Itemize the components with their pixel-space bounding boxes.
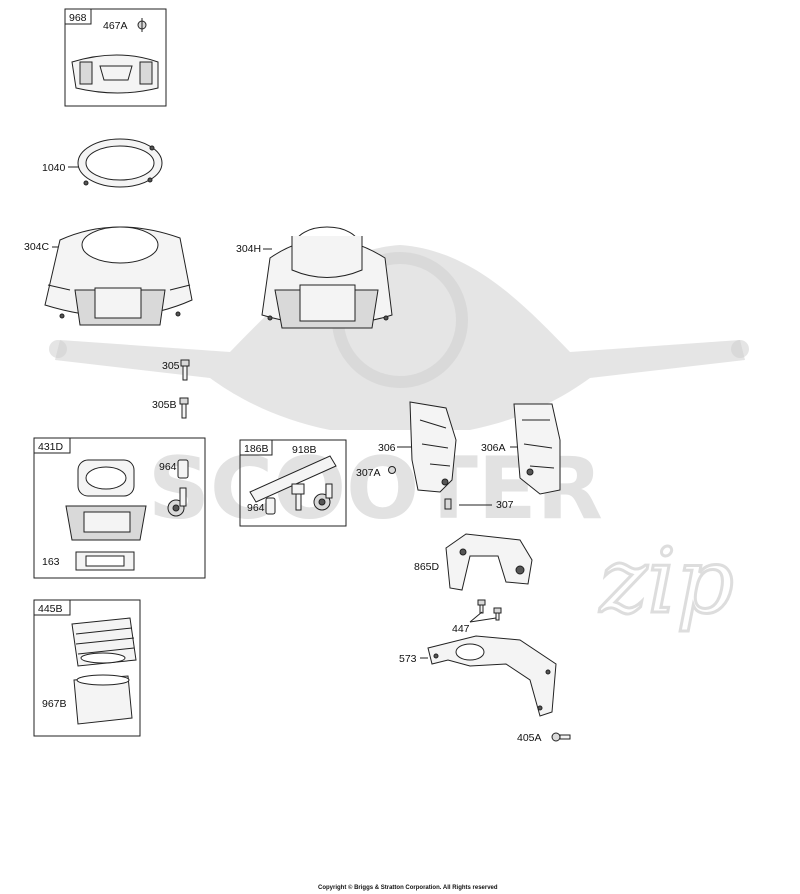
tube-918B xyxy=(249,455,337,503)
ring-1040 xyxy=(77,138,163,188)
kit-box-445B: 445B 967B xyxy=(33,599,141,737)
watermark-script: zip xyxy=(599,529,734,634)
screw-307A xyxy=(388,466,396,474)
callout-304H: 304H xyxy=(236,243,261,255)
screws-447 xyxy=(477,599,502,621)
hose-964-b xyxy=(265,497,276,515)
gasket-163 xyxy=(75,551,135,571)
box-label-968: 968 xyxy=(69,12,87,24)
bolt-305 xyxy=(180,359,190,381)
callout-306: 306 xyxy=(378,442,396,454)
fitting-431D xyxy=(167,487,187,517)
air-guide-306 xyxy=(409,401,457,493)
scooter-zip-watermark: SCOOTER zip xyxy=(49,245,749,636)
leader-447-b xyxy=(469,617,497,623)
bolt-305B xyxy=(179,397,189,419)
callout-305B: 305B xyxy=(152,399,177,411)
callout-467A: 467A xyxy=(103,20,128,32)
bracket-865D xyxy=(445,533,533,591)
callout-865D: 865D xyxy=(414,561,440,573)
carburetor-adapter-431D xyxy=(65,459,147,541)
callout-307: 307 xyxy=(496,499,514,511)
box-label-431D: 431D xyxy=(38,441,64,453)
callout-305: 305 xyxy=(162,360,180,372)
bolt-405A xyxy=(551,732,571,742)
baffle-plate-573 xyxy=(427,635,557,717)
kit-box-186B: 186B 918B 964 xyxy=(239,439,347,527)
pre-cleaner-967B xyxy=(73,674,133,725)
callout-447: 447 xyxy=(452,623,470,635)
callout-573: 573 xyxy=(399,653,417,665)
callout-405A: 405A xyxy=(517,732,542,744)
box-label-445B: 445B xyxy=(38,603,63,615)
copyright-text: Copyright © Briggs & Stratton Corporatio… xyxy=(318,884,498,891)
grommet-467A xyxy=(137,18,147,32)
callout-1040: 1040 xyxy=(42,162,66,174)
callout-964-a: 964 xyxy=(159,461,177,473)
callout-307A: 307A xyxy=(356,467,381,479)
hose-964-a xyxy=(177,459,189,479)
fitting-186B xyxy=(313,483,333,511)
screen-968 xyxy=(71,54,159,94)
callout-918B: 918B xyxy=(292,444,317,456)
air-guide-306A xyxy=(513,403,561,495)
callout-163: 163 xyxy=(42,556,60,568)
blower-housing-304H xyxy=(261,226,393,329)
air-filter-cartridge-445B xyxy=(71,617,137,667)
callout-306A: 306A xyxy=(481,442,506,454)
callout-964-b: 964 xyxy=(247,502,265,514)
kit-box-431D: 431D 163 964 xyxy=(33,437,206,579)
callout-304C: 304C xyxy=(24,241,50,253)
screw-307 xyxy=(444,498,452,510)
elbow-fitting-186B xyxy=(291,483,305,511)
box-label-186B: 186B xyxy=(244,443,269,455)
callout-967B: 967B xyxy=(42,698,67,710)
kit-box-968: 968 467A xyxy=(64,8,167,107)
blower-housing-304C xyxy=(44,226,193,326)
leader-447 xyxy=(469,611,483,623)
